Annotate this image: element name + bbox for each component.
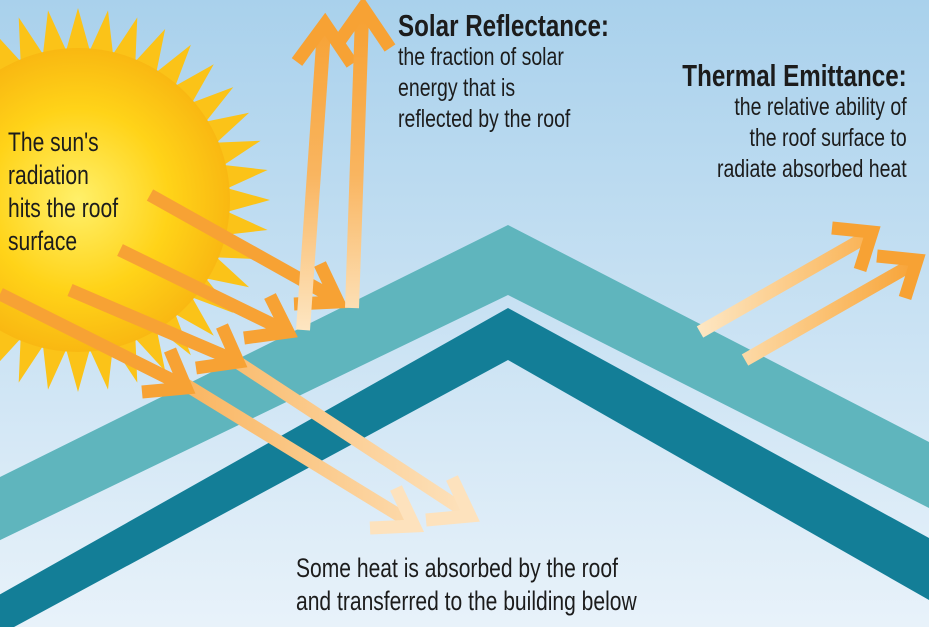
incoming-ray-head-4	[141, 347, 196, 399]
absorbed-arrow-1	[174, 374, 414, 528]
thermal-emittance-title: Thermal Emittance:	[682, 58, 907, 93]
solar-reflectance-text: energy that is	[398, 74, 516, 102]
sun-label-line: The sun's	[8, 127, 99, 157]
emitted-arrowhead-2	[876, 249, 926, 300]
solar-reflectance-text: reflected by the roof	[398, 105, 571, 133]
absorbed-heat-label: Some heat is absorbed by the roof and tr…	[296, 552, 733, 618]
absorbed-arrowhead-2	[425, 475, 480, 527]
emitted-heat-arrows	[696, 221, 926, 366]
absorbed-arrowhead-1	[369, 485, 425, 535]
thermal-emittance-text: the roof surface to	[749, 124, 907, 152]
sun-label-line: hits the roof	[8, 193, 119, 223]
solar-reflectance-text: the fraction of solar	[398, 43, 564, 71]
sun-label-line: surface	[8, 226, 78, 256]
thermal-emittance-text: the relative ability of	[734, 93, 907, 121]
incoming-ray-4	[0, 288, 185, 391]
roof-inner-layer	[0, 308, 929, 627]
reflected-arrow-1	[296, 29, 331, 331]
reflected-arrow-2	[345, 15, 369, 309]
sun-radiation-label: The sun's radiation hits the roof surfac…	[8, 126, 149, 258]
thermal-emittance-text: radiate absorbed heat	[717, 155, 907, 183]
reflected-radiation-arrows	[291, 0, 396, 331]
roof-outer-layer	[0, 225, 929, 541]
emitted-arrowhead-1	[831, 221, 881, 272]
sun-label-line: radiation	[8, 160, 89, 190]
incoming-ray-head-2	[243, 293, 298, 345]
incoming-ray-2	[117, 244, 287, 336]
emitted-arrow-1	[696, 230, 872, 338]
absorbed-heat-arrows	[174, 350, 480, 535]
absorbed-arrow-2	[224, 350, 470, 518]
absorbed-heat-text: and transferred to the building below	[296, 586, 637, 616]
absorbed-heat-text: Some heat is absorbed by the roof	[296, 553, 618, 583]
solar-reflectance-label: Solar Reflectance: the fraction of solar…	[398, 10, 669, 135]
thermal-emittance-label: Thermal Emittance: the relative ability …	[619, 60, 907, 185]
incoming-ray-head-3	[195, 323, 248, 375]
emitted-arrow-2	[741, 258, 917, 366]
reflected-arrowhead-2	[330, 0, 396, 52]
reflected-arrowhead-1	[291, 12, 358, 68]
solar-reflectance-title: Solar Reflectance:	[398, 8, 609, 43]
incoming-ray-3	[67, 284, 237, 366]
